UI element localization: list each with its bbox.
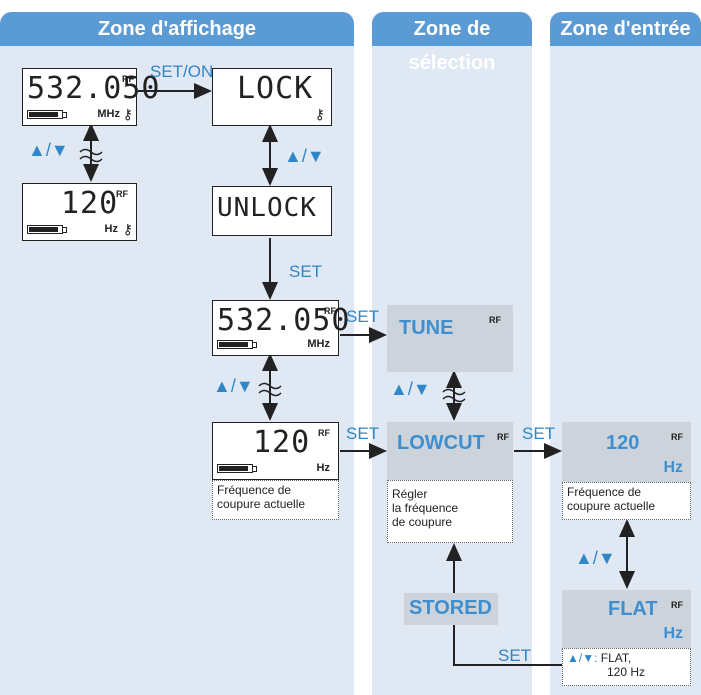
rf-indicator: RF (671, 432, 683, 442)
note-line: la fréquence (392, 501, 459, 515)
set-cutoff-note: Régler la fréquence de coupure (387, 480, 513, 543)
rf-indicator: RF (324, 306, 336, 316)
set-label: SET (346, 307, 380, 326)
note-line: 120 Hz (607, 665, 646, 679)
unit-label: MHz (307, 338, 330, 350)
lcd-frequency-value: 532.050 (217, 303, 351, 338)
rf-indicator: RF (318, 428, 330, 438)
lcd-frequency-value: 532.050 (27, 71, 161, 106)
key-icon: ⚷ (314, 106, 325, 122)
updown-arrows-icon: ▲/▼ (28, 140, 69, 160)
input-flat: FLAT RF Hz (562, 590, 691, 648)
lcd-lowcut: 120 RF Hz (212, 422, 339, 480)
lcd-lowcut-value: 120 (253, 425, 311, 460)
note-line: Fréquence de (567, 485, 642, 499)
lcd-frequency: 532.050 RF MHz (212, 300, 349, 356)
note-line: ▲/▼: FLAT, (567, 651, 686, 665)
input-value: 120 (606, 432, 640, 454)
selection-zone-title: Zone de sélection (372, 12, 532, 74)
menu-tune: TUNE RF (387, 305, 513, 372)
input-unit: Hz (663, 625, 683, 642)
set-on-label: SET/ON (150, 62, 214, 81)
unit-label: MHz (97, 108, 120, 120)
set-label: SET (498, 646, 532, 665)
rf-indicator: RF (497, 432, 509, 442)
menu-tune-label: TUNE (399, 317, 454, 339)
battery-icon (27, 225, 67, 234)
lcd-lowcut-value: 120 (61, 186, 119, 221)
menu-lowcut: LOWCUT RF (387, 422, 513, 480)
display-zone-title: Zone d'affichage (0, 12, 354, 46)
battery-icon (27, 110, 67, 119)
note-line: Fréquence de (217, 483, 292, 497)
note-line: Régler (392, 487, 428, 501)
rf-indicator: RF (116, 189, 128, 199)
lcd-unlock-text: UNLOCK (217, 193, 317, 223)
updown-arrows-icon: ▲/▼ (213, 376, 254, 396)
set-label: SET (522, 424, 556, 443)
updown-arrows-icon: ▲/▼ (284, 146, 325, 166)
input-flat-label: FLAT (608, 598, 658, 620)
rf-indicator: RF (122, 74, 134, 84)
stored-status: STORED (404, 593, 498, 625)
input-unit: Hz (663, 459, 683, 476)
battery-icon (217, 340, 257, 349)
input-lowcut-value: 120 RF Hz (562, 422, 691, 482)
lcd-lowcut-locked: 120 RF Hz ⚷ (22, 183, 137, 241)
current-cutoff-note: Fréquence de coupure actuelle (212, 480, 339, 520)
rf-indicator: RF (489, 315, 501, 325)
menu-lowcut-label: LOWCUT (397, 432, 485, 454)
unit-label: Hz (104, 223, 118, 235)
note-line: coupure actuelle (567, 499, 656, 513)
key-icon: ⚷ (122, 106, 133, 122)
stored-label: STORED (409, 597, 492, 619)
note-line: de coupure (392, 515, 453, 529)
set-label: SET (346, 424, 380, 443)
lcd-frequency-locked: 532.050 RF MHz ⚷ (22, 68, 159, 126)
updown-arrows-icon: ▲/▼ (390, 379, 431, 399)
rf-indicator: RF (671, 600, 683, 610)
input-options-note: ▲/▼: FLAT, 120 Hz (562, 648, 691, 686)
note-line: coupure actuelle (217, 497, 306, 511)
unit-label: Hz (316, 462, 330, 474)
battery-icon (217, 464, 257, 473)
lcd-unlock: UNLOCK (212, 186, 332, 236)
input-zone-title: Zone d'entrée (550, 12, 701, 46)
set-label: SET (289, 262, 323, 281)
updown-arrows-icon: ▲/▼ (575, 548, 616, 568)
lcd-lock-text: LOCK (237, 71, 314, 106)
updown-arrows-icon: ▲/▼: (567, 651, 598, 665)
input-current-cutoff-note: Fréquence de coupure actuelle (562, 482, 691, 520)
lcd-lock: LOCK ⚷ (212, 68, 332, 126)
option-flat: FLAT, (600, 651, 632, 665)
key-icon: ⚷ (122, 221, 133, 237)
